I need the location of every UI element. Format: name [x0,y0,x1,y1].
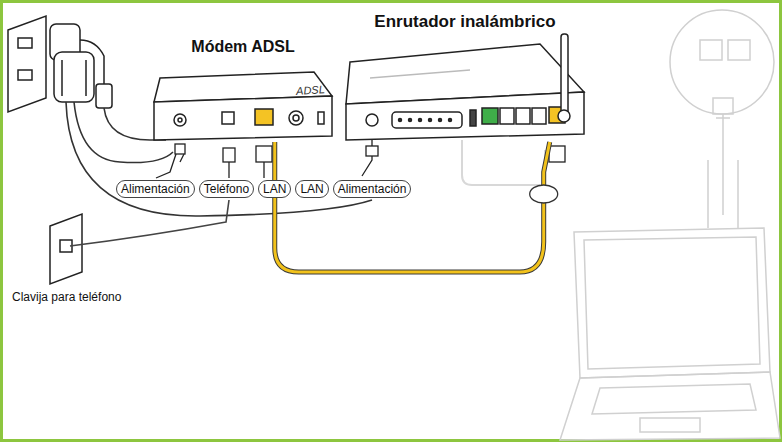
device-heading: Módem ADSL [132,38,354,56]
jack-label: Clavija para teléfono [12,290,121,304]
port-text: LAN [300,182,323,196]
laptop [560,228,780,440]
port-label: Alimentación [333,180,412,198]
router-box: Enrutador inalámbrico [344,42,586,142]
plugs [362,140,565,176]
modem-box: Módem ADSL [152,72,334,142]
port-text: Alimentación [338,182,407,196]
phone-jack [50,214,82,284]
port-inset [670,10,774,228]
router [346,34,584,140]
port-text: Alimentación [121,182,190,196]
port-text: LAN [263,182,286,196]
modem [154,72,332,140]
ferrite-core [530,185,558,203]
port-label: Alimentación [116,180,195,198]
brand-print: ADSL [296,83,326,97]
port-text: Teléfono [204,182,249,196]
plugs [156,144,272,178]
port-label: LAN [295,180,328,198]
port-label: LAN [258,180,291,198]
port-label: Teléfono [199,180,254,198]
lan-cable [275,142,558,272]
device-heading: Enrutador inalámbrico [324,12,606,32]
wall-outlet [8,16,112,112]
